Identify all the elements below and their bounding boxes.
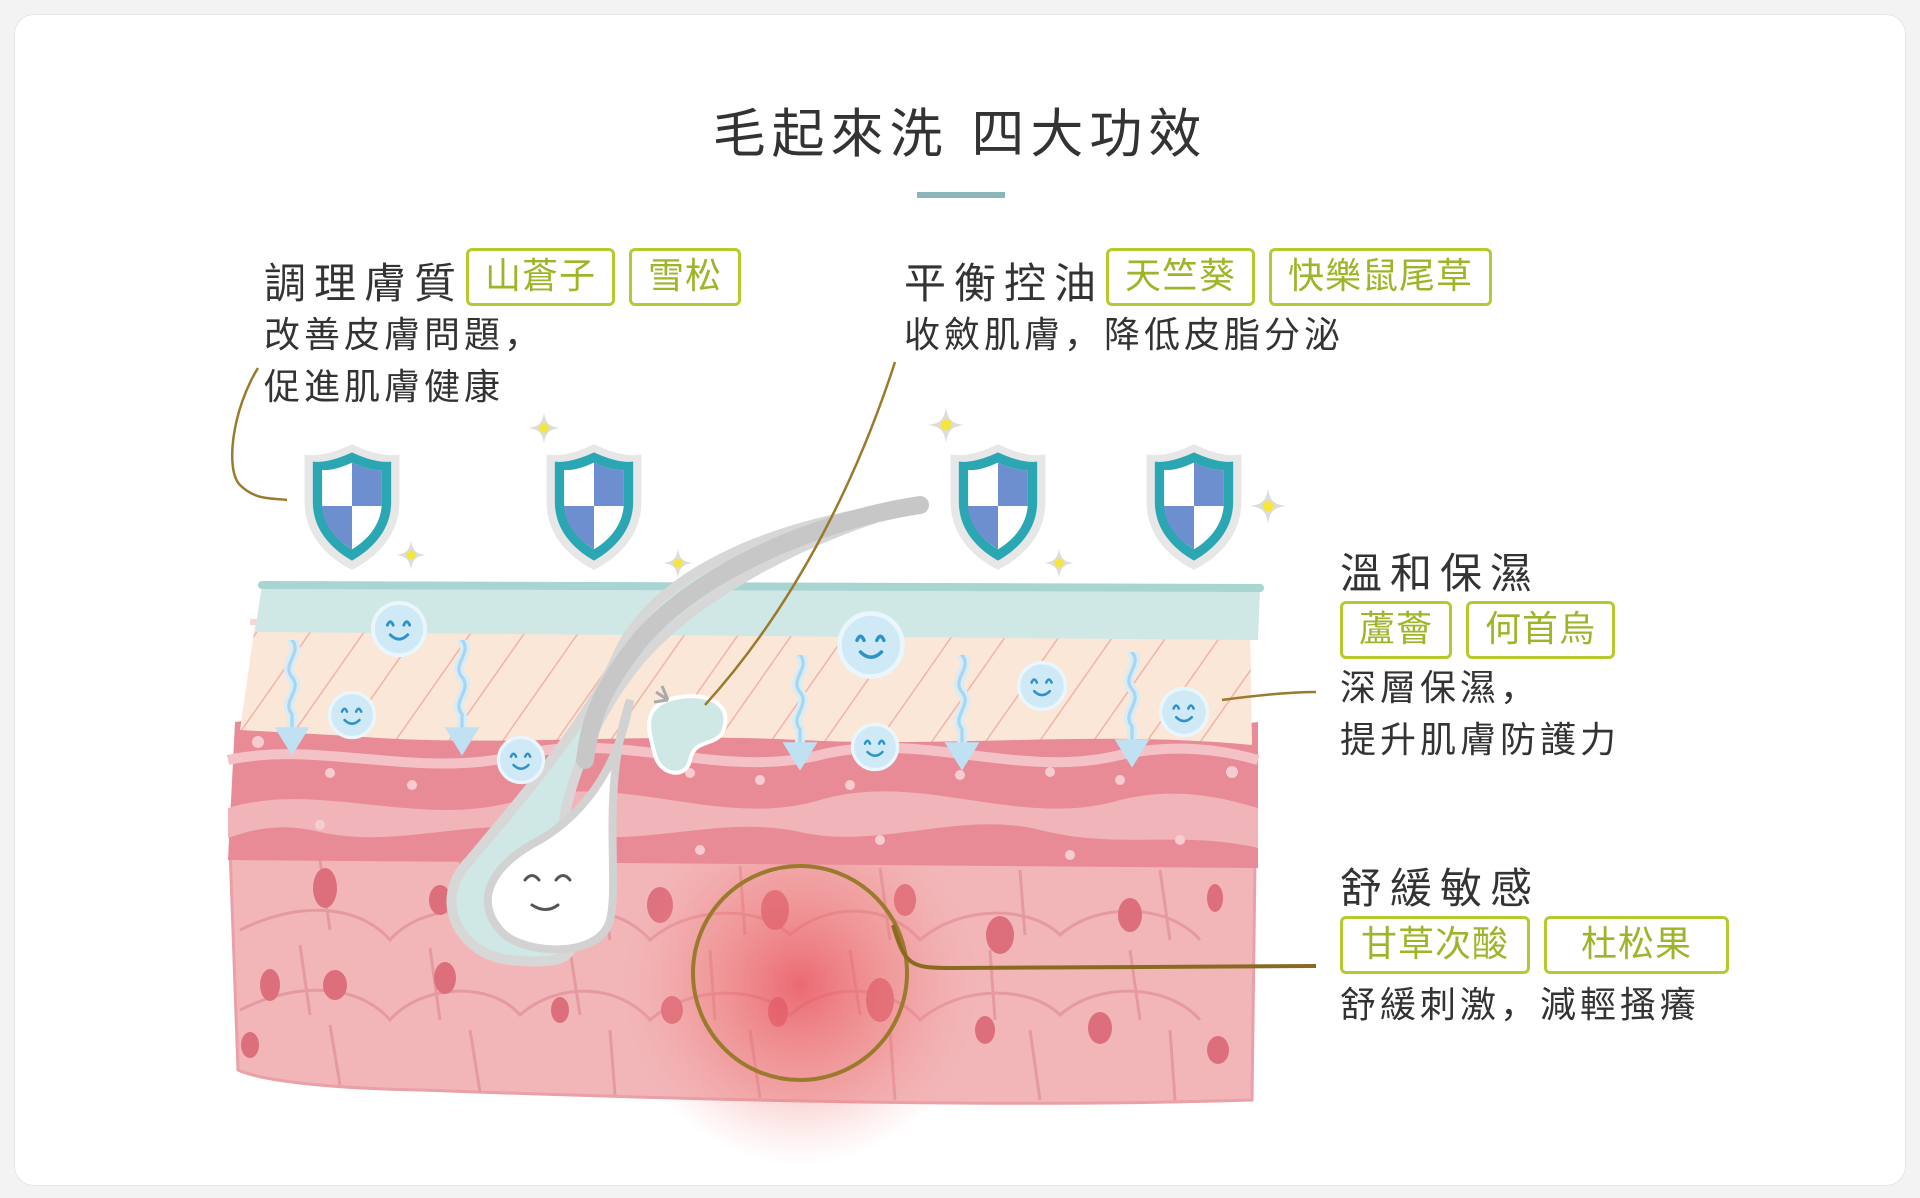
sparkle-icon [1250, 488, 1286, 524]
smiley-droplet-icon [496, 735, 546, 785]
effect-desc-line: 提升肌膚防護力 [1340, 720, 1621, 761]
shield-icon [1146, 444, 1242, 570]
smiley-droplet-icon [327, 690, 377, 740]
effect-heading-2: 平衡控油 [904, 259, 1105, 308]
effect-tags-3: 蘆薈 何首烏 [1340, 601, 1616, 659]
shield-icon [546, 444, 642, 570]
effect-desc-2: 收斂肌膚，降低皮脂分泌 [904, 310, 1344, 362]
effect-tags-2: 天竺葵 快樂鼠尾草 [1106, 248, 1493, 306]
smiley-droplet-icon [840, 614, 903, 677]
ingredient-tag: 山蒼子 [466, 248, 616, 306]
shield-icon [950, 444, 1046, 570]
leader-line-4 [891, 924, 1317, 971]
sparkle-icon [928, 407, 964, 443]
effect-heading-1: 調理膚質 [264, 259, 465, 308]
leader-line-3 [1221, 690, 1317, 702]
effect-desc-line: 舒緩刺激，減輕搔癢 [1340, 985, 1701, 1026]
effect-desc-4: 舒緩刺激，減輕搔癢 [1340, 980, 1700, 1032]
effect-desc-line: 促進肌膚健康 [264, 367, 505, 408]
ingredient-tag: 雪松 [629, 248, 742, 306]
irritation-circle [691, 864, 909, 1082]
shield-icon [304, 444, 400, 570]
ingredient-tag: 杜松果 [1544, 916, 1730, 974]
effect-desc-3: 深層保濕， 提升肌膚防護力 [1340, 663, 1620, 767]
effect-tags-4: 甘草次酸 杜松果 [1340, 916, 1730, 974]
smiley-droplet-icon [850, 722, 900, 772]
sparkle-icon [528, 412, 560, 444]
effect-heading-3: 溫和保濕 [1340, 549, 1541, 598]
leader-line-1 [230, 367, 288, 502]
ingredient-tag: 甘草次酸 [1340, 916, 1531, 974]
epidermis-layer [240, 625, 1252, 745]
effect-heading-4: 舒緩敏感 [1340, 864, 1541, 913]
smiley-droplet-icon [1158, 686, 1210, 738]
leader-line-2 [704, 361, 897, 706]
effect-desc-1: 改善皮膚問題， 促進肌膚健康 [264, 310, 544, 414]
hair-follicle-icon [446, 496, 929, 967]
wavy-band [228, 791, 1258, 848]
effect-desc-line: 改善皮膚問題， [264, 315, 545, 356]
sparkle-icon [1044, 548, 1074, 578]
smiley-droplet-icon [370, 600, 428, 658]
effect-tags-1: 山蒼子 雪松 [466, 248, 742, 306]
effect-desc-line: 深層保濕， [1340, 668, 1541, 709]
surface-layer [255, 585, 1260, 640]
title-underline [917, 192, 1005, 198]
sparkle-icon [396, 540, 426, 570]
ingredient-tag: 蘆薈 [1340, 601, 1453, 659]
ingredient-tag: 天竺葵 [1106, 248, 1256, 306]
smiley-droplet-icon [1016, 660, 1068, 712]
irritation-glow [620, 805, 980, 1165]
basal-layer [228, 714, 1258, 868]
ingredient-tag: 何首烏 [1466, 601, 1616, 659]
ingredient-tag: 快樂鼠尾草 [1269, 248, 1493, 306]
page-title: 毛起來洗 四大功效 [712, 104, 1208, 165]
basal-dots [252, 736, 1238, 860]
effect-desc-line: 收斂肌膚，降低皮脂分泌 [904, 315, 1345, 356]
